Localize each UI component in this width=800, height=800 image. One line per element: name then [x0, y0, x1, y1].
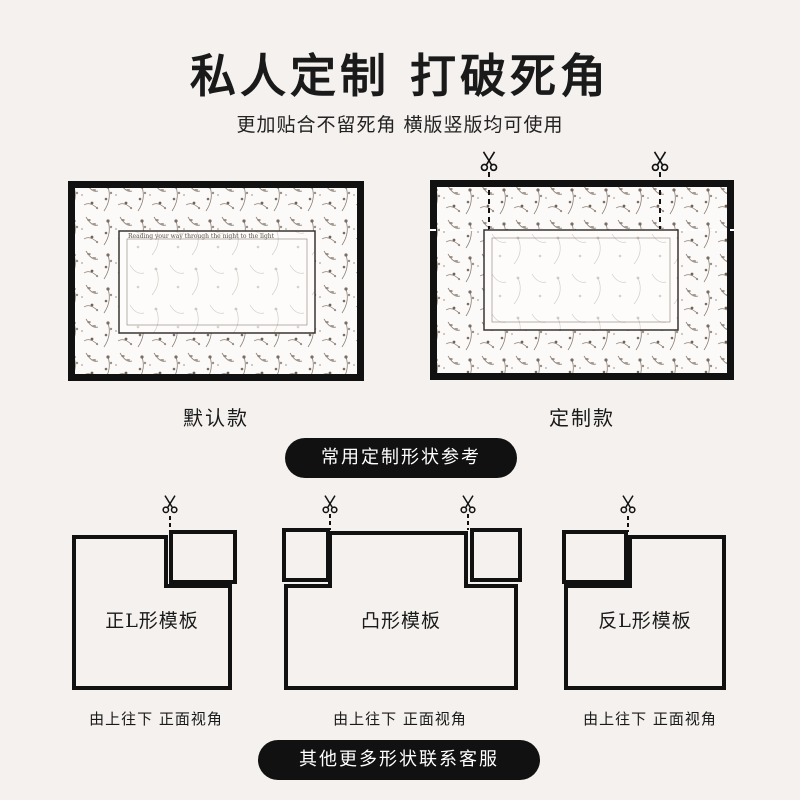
default-caption: 默认款	[183, 406, 249, 430]
template-name: 凸形模板	[360, 610, 441, 632]
scissors-icon	[160, 494, 180, 514]
template-reverse-l-shape: 反L形模板	[560, 490, 735, 695]
template-l-shape: 正L形模板	[70, 490, 245, 695]
scissors-icon	[458, 494, 478, 514]
template-name: 反L形模板	[598, 610, 692, 632]
scissors-icon	[478, 150, 500, 172]
default-rug-image: Reading your way through the night to th…	[68, 181, 364, 381]
page-subtitle: 更加贴合不留死角 横版竖版均可使用	[236, 114, 564, 136]
custom-caption: 定制款	[549, 406, 615, 430]
scissors-icon	[320, 494, 340, 514]
template-name: 正L形模板	[105, 610, 199, 632]
template-view: 由上往下 正面视角	[89, 710, 223, 728]
scissors-icon	[618, 494, 638, 514]
section-pill: 常用定制形状参考	[285, 438, 517, 478]
scissors-icon	[649, 150, 671, 172]
template-convex-shape: 凸形模板	[280, 490, 530, 695]
custom-rug-image	[430, 150, 740, 382]
template-view: 由上往下 正面视角	[333, 710, 467, 728]
contact-service-pill[interactable]: 其他更多形状联系客服	[258, 740, 540, 780]
page-title: 私人定制 打破死角	[189, 49, 610, 103]
template-view: 由上往下 正面视角	[583, 710, 717, 728]
rug-border-text: Reading your way through the night to th…	[128, 233, 275, 240]
